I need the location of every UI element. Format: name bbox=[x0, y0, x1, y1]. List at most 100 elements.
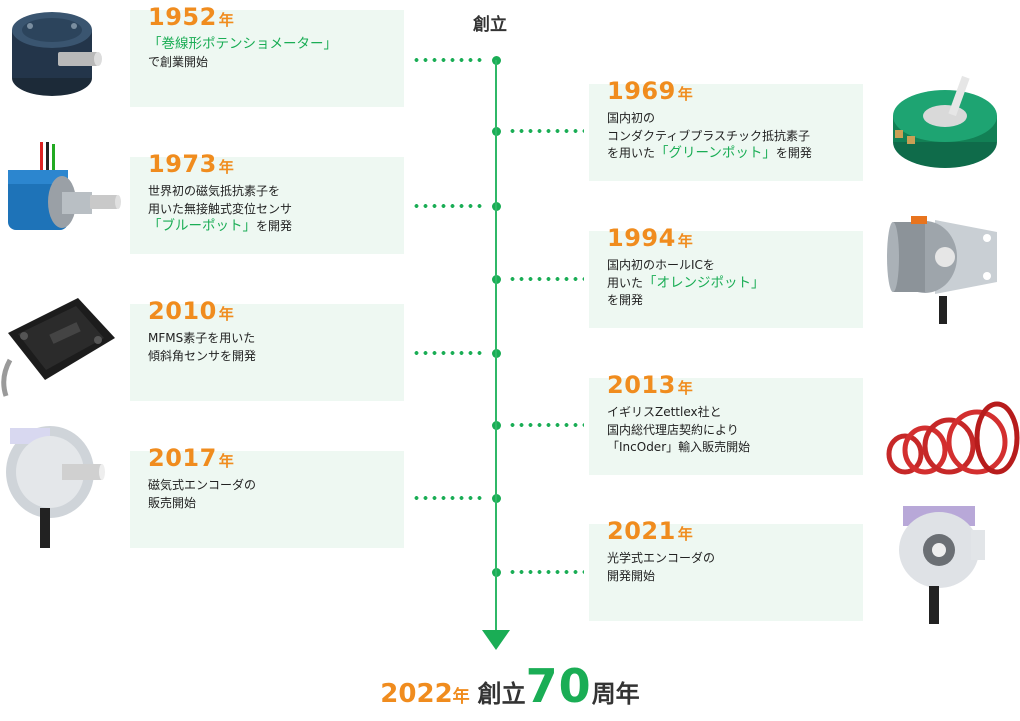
event-1973-text: を開発 bbox=[256, 219, 293, 233]
event-1973-year-suffix: 年 bbox=[218, 158, 235, 176]
event-1952-card bbox=[130, 10, 404, 107]
event-2013-text: イギリスZettlex社と bbox=[607, 405, 722, 419]
event-1969-text: 国内初の bbox=[607, 111, 656, 125]
event-1973-product-name: 「ブルーポット」 bbox=[148, 218, 256, 234]
anniversary-year: 2022 bbox=[380, 679, 453, 709]
event-2013-text: 国内総代理店契約により bbox=[607, 422, 739, 437]
event-1969-line-1: 国内初の bbox=[607, 110, 812, 128]
event-2021-description: 光学式エンコーダの開発開始 bbox=[607, 550, 715, 585]
event-1994-product-image bbox=[885, 210, 1010, 329]
event-1952-year-number: 1952 bbox=[148, 3, 217, 31]
anniversary-number: 70 bbox=[525, 659, 592, 713]
event-1994-line-2: 用いた「オレンジポット」 bbox=[607, 275, 765, 293]
event-1973-line-1: 世界初の磁気抵抗素子を bbox=[148, 183, 292, 201]
event-2017-line-1: 磁気式エンコーダの bbox=[148, 477, 256, 495]
event-1973-text: 用いた無接触式変位センサ bbox=[148, 201, 293, 216]
event-1969-text: を開発 bbox=[775, 146, 812, 160]
event-1973-line-2: 用いた無接触式変位センサ bbox=[148, 201, 292, 219]
event-2021-text: 光学式エンコーダの bbox=[607, 551, 716, 565]
event-2017-line-2: 販売開始 bbox=[148, 495, 256, 513]
event-2013-text: 「IncOder」輸入販売開始 bbox=[607, 440, 751, 454]
event-2013-year-suffix: 年 bbox=[677, 379, 694, 397]
event-1969-year-suffix: 年 bbox=[677, 85, 694, 103]
event-1994-text: を開発 bbox=[607, 293, 644, 307]
event-2017-text: 磁気式エンコーダの bbox=[148, 478, 257, 492]
event-2021-year-number: 2021 bbox=[607, 517, 676, 545]
founded-label: 創立 bbox=[473, 15, 507, 35]
event-1969-year-number: 1969 bbox=[607, 77, 676, 105]
event-2021-card bbox=[589, 524, 863, 621]
event-2010-line-2: 傾斜角センサを開発 bbox=[148, 348, 256, 366]
event-1952-connector bbox=[412, 58, 482, 62]
event-1952-line-2: で創業開始 bbox=[148, 54, 337, 72]
event-1994-description: 国内初のホールICを用いた「オレンジポット」を開発 bbox=[607, 257, 765, 310]
event-2013-description: イギリスZettlex社と国内総代理店契約により「IncOder」輸入販売開始 bbox=[607, 404, 750, 457]
timeline-axis bbox=[495, 60, 497, 632]
event-2017-year-suffix: 年 bbox=[218, 452, 235, 470]
event-2010-text: MFMS素子を用いた bbox=[148, 331, 256, 345]
event-1952-year-suffix: 年 bbox=[218, 11, 235, 29]
event-2021-connector bbox=[508, 570, 584, 574]
timeline-arrow-down bbox=[482, 630, 510, 650]
event-2017-product-image bbox=[0, 420, 110, 554]
event-1994-year-suffix: 年 bbox=[677, 232, 694, 250]
event-2017-year-number: 2017 bbox=[148, 444, 217, 472]
event-2013-line-1: イギリスZettlex社と bbox=[607, 404, 750, 422]
event-1952-product-name: 「巻線形ポテンショメーター」 bbox=[148, 36, 337, 52]
event-1994-line-3: を開発 bbox=[607, 292, 765, 310]
event-1969-description: 国内初のコンダクティブプラスチック抵抗素子を用いた「グリーンポット」を開発 bbox=[607, 110, 812, 163]
event-1973-card bbox=[130, 157, 404, 254]
event-1969-connector bbox=[508, 129, 584, 133]
event-2010-card bbox=[130, 304, 404, 401]
event-1994-text: 国内初のホールICを bbox=[607, 258, 715, 272]
event-1969-product-name: 「グリーンポット」 bbox=[655, 145, 776, 161]
event-1994-line-1: 国内初のホールICを bbox=[607, 257, 765, 275]
event-1973-product-image bbox=[0, 140, 125, 259]
anniversary-suffix: 周年 bbox=[591, 680, 640, 708]
event-2021-year-suffix: 年 bbox=[677, 525, 694, 543]
event-2021-product-image bbox=[885, 500, 990, 629]
event-1973-year-number: 1973 bbox=[148, 150, 217, 178]
event-1973-connector bbox=[412, 204, 482, 208]
event-2017-text: 販売開始 bbox=[148, 495, 197, 510]
event-1994-card bbox=[589, 231, 863, 328]
event-1952-description: 「巻線形ポテンショメーター」で創業開始 bbox=[148, 36, 337, 71]
event-1994-year-number: 1994 bbox=[607, 224, 676, 252]
event-1973-text: 世界初の磁気抵抗素子を bbox=[148, 184, 281, 198]
event-1969-line-2: コンダクティブプラスチック抵抗素子 bbox=[607, 128, 812, 146]
event-2010-year-number: 2010 bbox=[148, 297, 217, 325]
event-2017-connector bbox=[412, 496, 482, 500]
event-1973-description: 世界初の磁気抵抗素子を用いた無接触式変位センサ「ブルーポット」を開発 bbox=[148, 183, 292, 236]
anniversary-founded: 創立 bbox=[477, 680, 526, 708]
event-1969-text: コンダクティブプラスチック抵抗素子 bbox=[607, 128, 811, 143]
event-2021-line-1: 光学式エンコーダの bbox=[607, 550, 715, 568]
event-1994-product-name: 「オレンジポット」 bbox=[643, 274, 765, 291]
event-2010-connector bbox=[412, 351, 482, 355]
event-2010-product-image bbox=[0, 288, 120, 402]
event-2010-description: MFMS素子を用いた傾斜角センサを開発 bbox=[148, 330, 256, 365]
event-1994-text: 用いた bbox=[607, 275, 644, 290]
event-1952-text: で創業開始 bbox=[148, 54, 209, 69]
event-2021-text: 開発開始 bbox=[607, 568, 656, 583]
event-1969-product-image bbox=[885, 70, 1005, 184]
event-2021-line-2: 開発開始 bbox=[607, 568, 715, 586]
event-1973-line-3: 「ブルーポット」を開発 bbox=[148, 218, 292, 236]
event-2017-description: 磁気式エンコーダの販売開始 bbox=[148, 477, 256, 512]
event-1969-card bbox=[589, 84, 863, 181]
anniversary-banner: 2022年創立70周年 bbox=[0, 662, 1020, 721]
event-2010-text: 傾斜角センサを開発 bbox=[148, 348, 257, 363]
event-2010-year-suffix: 年 bbox=[218, 305, 235, 323]
anniversary-nen: 年 bbox=[452, 687, 470, 707]
event-1952-line-1: 「巻線形ポテンショメーター」 bbox=[148, 36, 337, 54]
event-2013-line-3: 「IncOder」輸入販売開始 bbox=[607, 439, 750, 457]
event-2017-card bbox=[130, 451, 404, 548]
event-2013-card bbox=[589, 378, 863, 475]
